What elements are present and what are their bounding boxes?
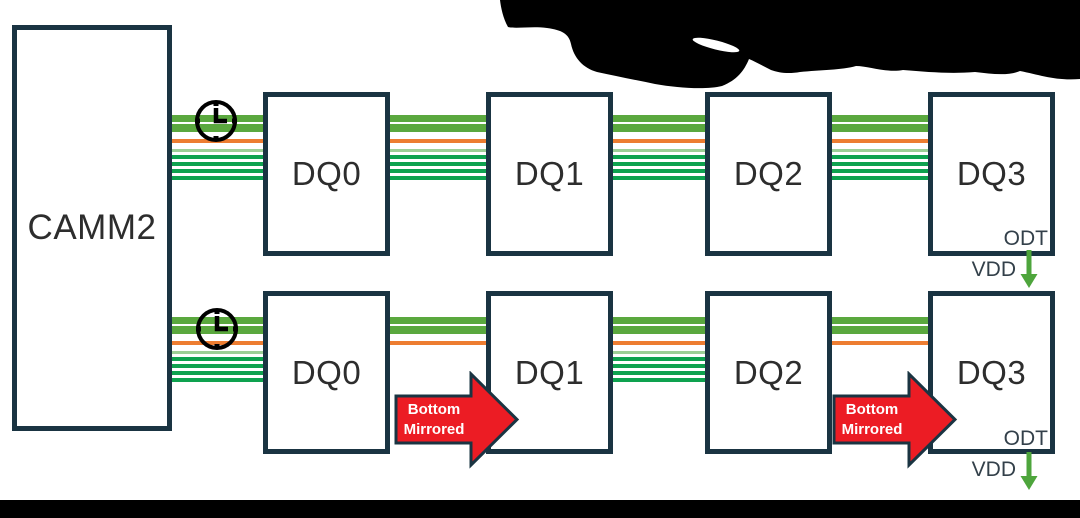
- chip-label: DQ0: [291, 353, 362, 391]
- bus-thick-line: [828, 326, 932, 334]
- chip-label: DQ3: [956, 353, 1027, 391]
- arrow-text-line: Mirrored: [841, 421, 903, 438]
- arrow-text-line: Bottom: [407, 401, 461, 418]
- bottom-mirrored-arrow-icon: [832, 371, 958, 469]
- bus-stripe-line: [609, 378, 709, 382]
- chip-dq0-bottom: DQ0: [263, 291, 390, 454]
- bus-stripe-line: [168, 162, 268, 166]
- bus-stripe-line: [609, 162, 709, 166]
- chip-label: DQ3: [956, 155, 1027, 192]
- bus-stripe-line: [828, 162, 932, 166]
- bus-thick-line: [386, 326, 490, 334]
- bus-stripe-line: [168, 169, 268, 173]
- vdd-down-arrow-icon: [1020, 250, 1038, 288]
- bus-stripe-line: [168, 155, 268, 159]
- bus-light-line: [168, 351, 268, 354]
- odt-label-top: ODT: [1003, 227, 1048, 250]
- bus-dq1-dq2-bottom: [609, 317, 709, 383]
- bus-thick-line: [609, 124, 709, 132]
- bus-orange-line: [609, 139, 709, 143]
- bus-stripe-line: [609, 176, 709, 180]
- clock-icon: [195, 100, 237, 142]
- chip-dq1-top: DQ1: [486, 92, 613, 256]
- bottom-black-bar: [0, 500, 1080, 518]
- arrow-text-line: Bottom: [845, 401, 899, 418]
- chip-label: DQ2: [733, 353, 804, 391]
- bus-stripe-line: [609, 155, 709, 159]
- bus-stripe-line: [168, 357, 268, 361]
- bus-stripe-line: [168, 371, 268, 375]
- bus-orange-line: [168, 341, 268, 345]
- vdd-label-top: VDD: [971, 258, 1016, 281]
- bus-stripe-line: [609, 169, 709, 173]
- bus-orange-line: [828, 139, 932, 143]
- bus-dq1-dq2-top: [609, 115, 709, 181]
- bus-light-line: [386, 149, 490, 152]
- bus-light-line: [168, 149, 268, 152]
- bus-stripe-line: [168, 364, 268, 368]
- bus-dq0-dq1-bottom: [386, 317, 490, 383]
- chip-dq2-top: DQ2: [705, 92, 832, 256]
- bus-thick-line: [828, 124, 932, 132]
- chip-dq3-top: DQ3: [928, 92, 1055, 256]
- clock-icon: [196, 308, 238, 350]
- bus-orange-line: [609, 341, 709, 345]
- bus-orange-line: [386, 139, 490, 143]
- arrow-text-line: Mirrored: [403, 421, 465, 438]
- camm2-label: CAMM2: [27, 208, 157, 247]
- chip-dq0-top: DQ0: [263, 92, 390, 256]
- chip-label: DQ1: [514, 155, 585, 192]
- bus-stripe-line: [609, 357, 709, 361]
- bus-dq2-dq3-top: [828, 115, 932, 181]
- bottom-mirrored-label: Bottom Mirrored: [833, 400, 911, 440]
- bus-dq2-dq3-bottom: [828, 317, 932, 383]
- bus-stripe-line: [828, 169, 932, 173]
- bus-stripe-line: [828, 176, 932, 180]
- bus-orange-line: [828, 341, 932, 345]
- chip-dq1-bottom: DQ1: [486, 291, 613, 454]
- bus-stripe-line: [386, 162, 490, 166]
- bus-light-line: [828, 149, 932, 152]
- bus-orange-line: [386, 341, 490, 345]
- bus-thick-line: [386, 115, 490, 122]
- bus-stripe-line: [386, 176, 490, 180]
- bus-stripe-line: [386, 169, 490, 173]
- bus-light-line: [609, 351, 709, 354]
- bus-stripe-line: [386, 155, 490, 159]
- chip-dq2-bottom: DQ2: [705, 291, 832, 454]
- bus-thick-line: [168, 124, 268, 132]
- bus-thick-line: [828, 317, 932, 324]
- vdd-down-arrow-icon: [1020, 452, 1038, 490]
- bus-stripe-line: [609, 364, 709, 368]
- bus-thick-line: [609, 326, 709, 334]
- chip-label: DQ0: [291, 155, 362, 192]
- bus-thick-line: [386, 317, 490, 324]
- bus-thick-line: [609, 317, 709, 324]
- bus-light-line: [609, 149, 709, 152]
- bottom-mirrored-label: Bottom Mirrored: [395, 400, 473, 440]
- bus-stripe-line: [609, 371, 709, 375]
- bus-stripe-line: [828, 155, 932, 159]
- chip-label: DQ1: [514, 353, 585, 391]
- vdd-label-bottom: VDD: [971, 458, 1016, 481]
- bus-dq0-dq1-top: [386, 115, 490, 181]
- bottom-mirrored-arrow-icon: [394, 371, 520, 469]
- bus-thick-line: [386, 124, 490, 132]
- chip-label: DQ2: [733, 155, 804, 192]
- bus-thick-line: [828, 115, 932, 122]
- odt-label-bottom: ODT: [1003, 427, 1048, 450]
- bus-stripe-line: [168, 176, 268, 180]
- bus-stripe-line: [168, 378, 268, 382]
- bus-thick-line: [609, 115, 709, 122]
- camm2-box: CAMM2: [12, 25, 172, 431]
